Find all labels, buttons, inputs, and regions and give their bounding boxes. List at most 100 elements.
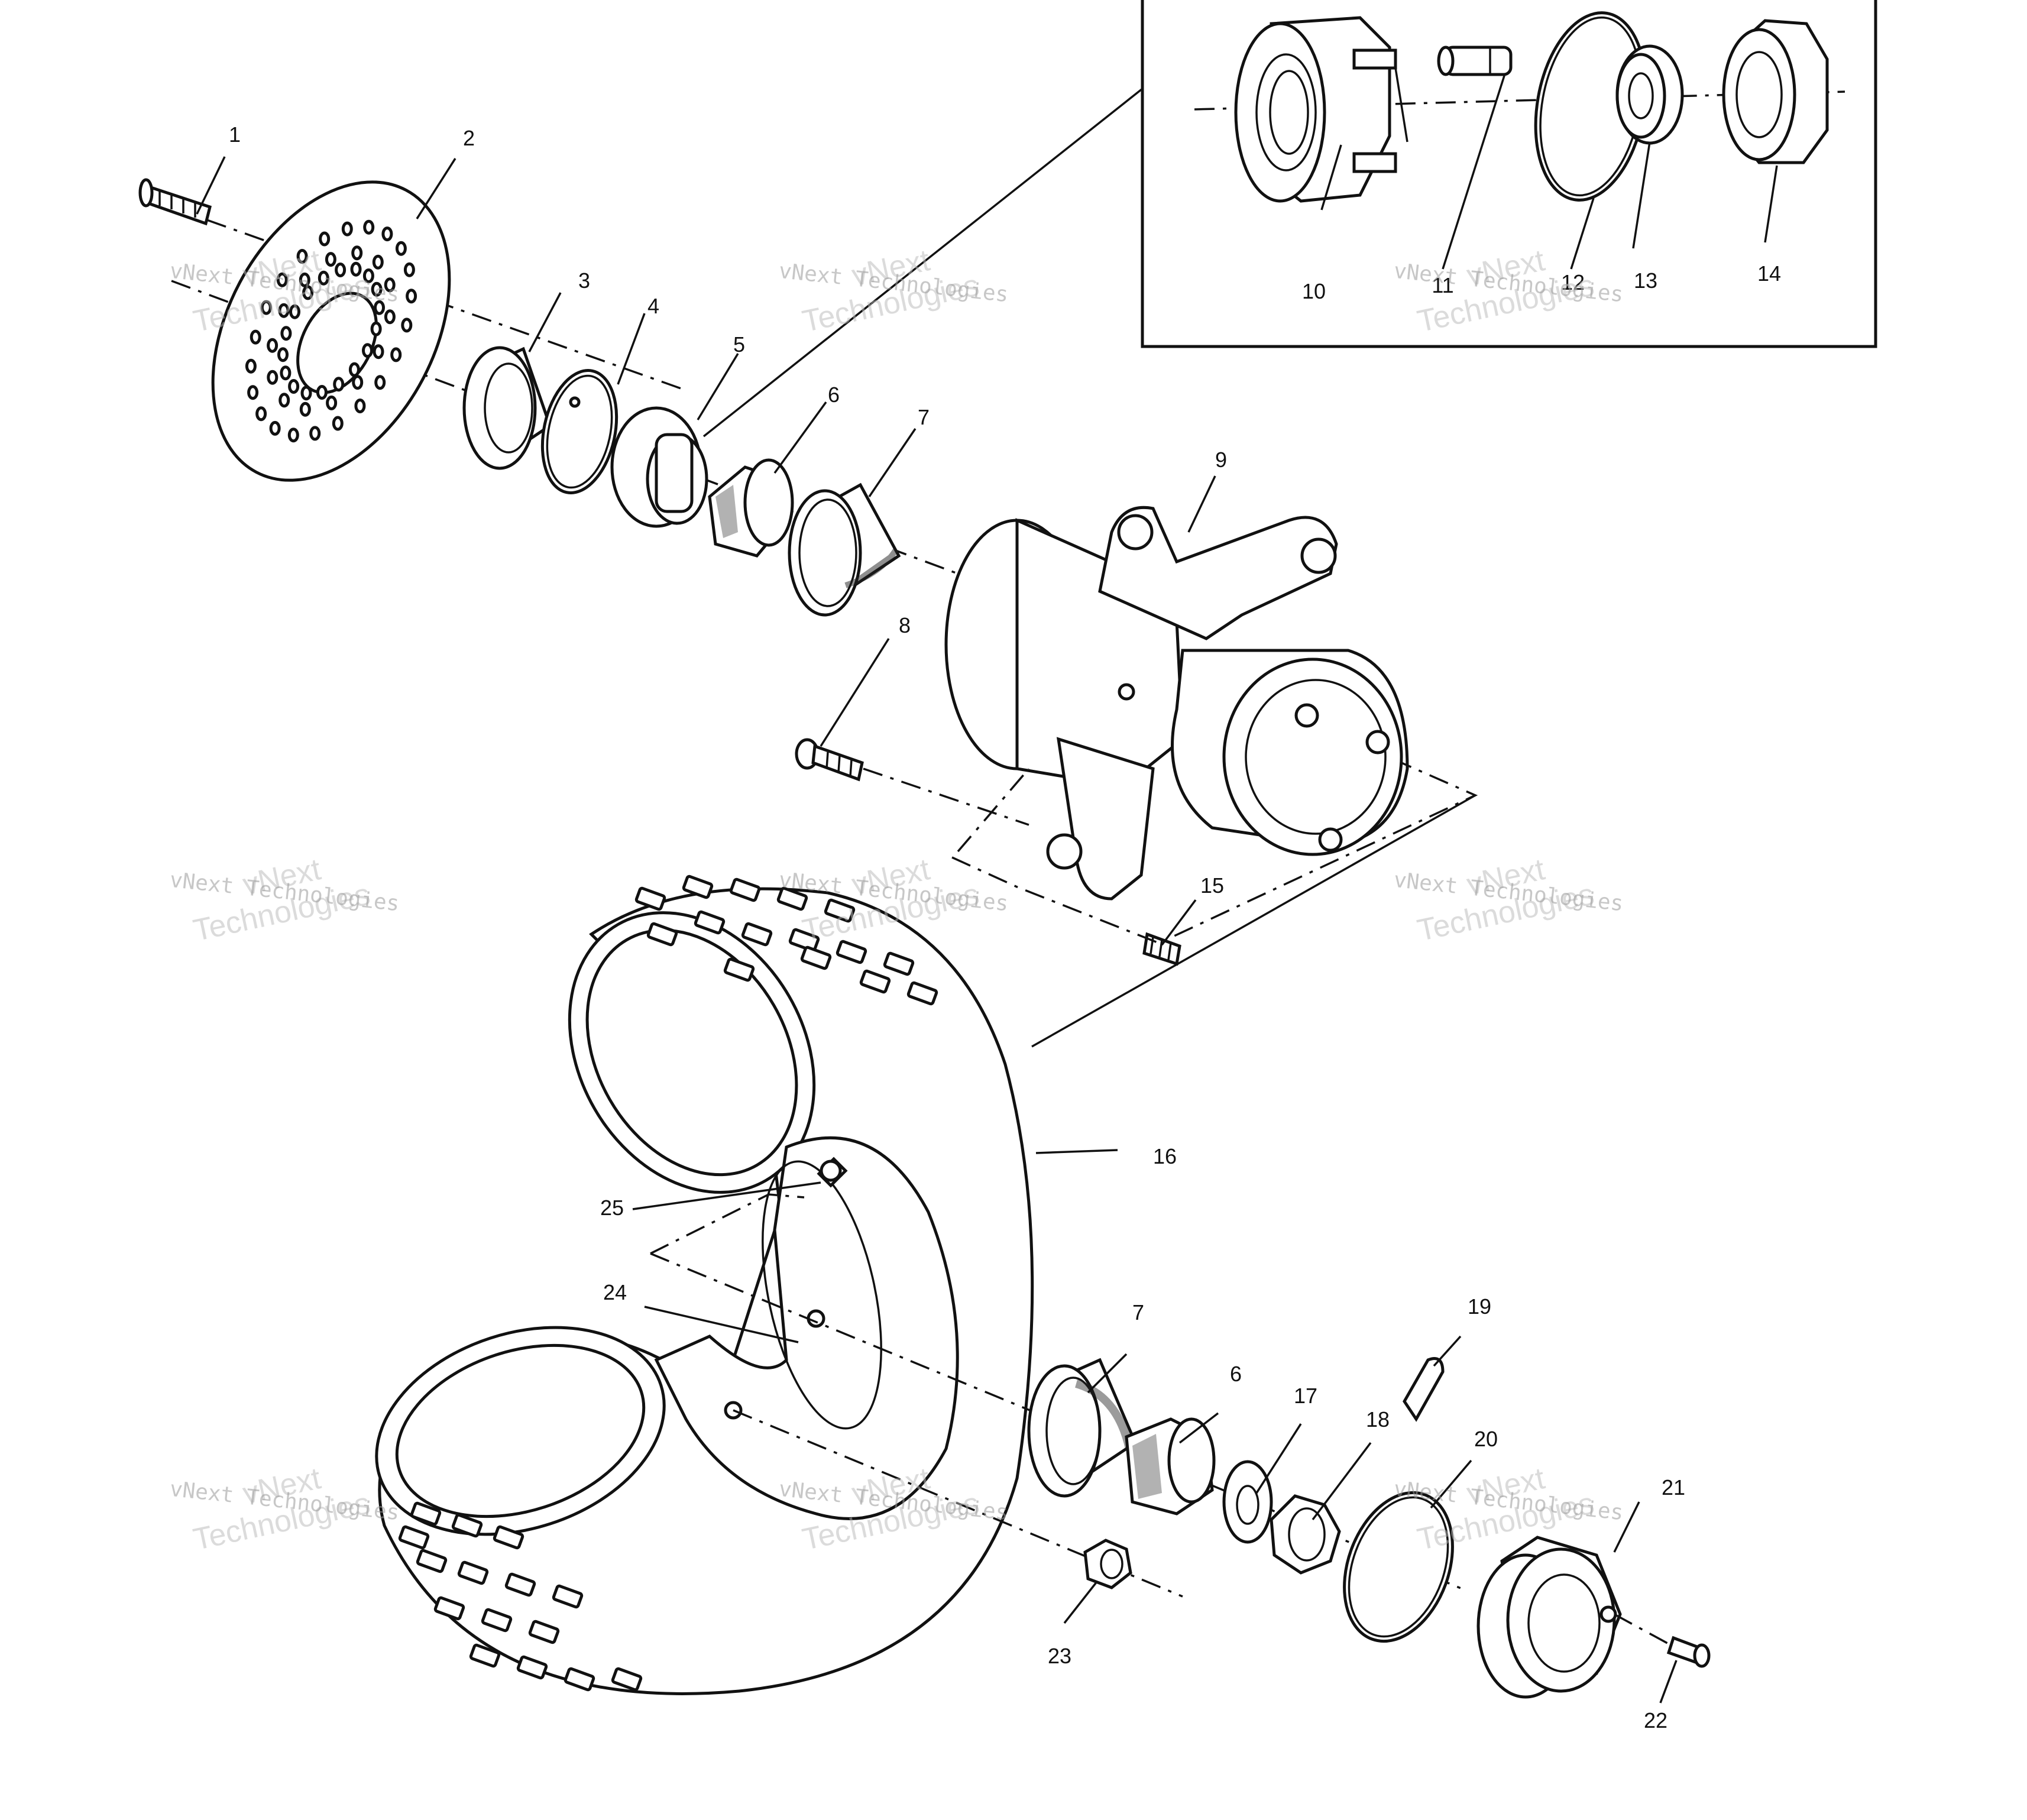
disc-hole: [300, 386, 312, 401]
disc-hole: [384, 309, 396, 325]
disc-hole: [395, 241, 407, 256]
callout-7-upper: 7: [918, 405, 930, 429]
tread-block: [528, 1620, 560, 1644]
disc-hole: [277, 347, 289, 362]
disc-hole: [267, 338, 279, 353]
tread-block: [493, 1525, 524, 1550]
disc-hole: [326, 395, 338, 410]
disc-hole: [276, 272, 288, 287]
disc-hole: [350, 261, 362, 277]
tread-block: [552, 1584, 584, 1609]
part-20-o-ring-inner: [1348, 1496, 1449, 1638]
rim-projection-line: [650, 1193, 805, 1255]
disc-hole: [381, 226, 393, 242]
disc-hole: [319, 231, 331, 247]
disc-hole: [278, 303, 290, 318]
disc-hole: [318, 270, 329, 286]
disc-hole: [325, 252, 336, 267]
callout-12: 12: [1561, 270, 1585, 294]
tread-block: [433, 1596, 465, 1621]
disc-hole: [390, 347, 402, 362]
part-7-bearing-cup-upper: [788, 482, 901, 617]
inset-detail-box: [1141, 0, 1877, 348]
tread-block: [836, 940, 867, 964]
part-18-castle-nut: [1270, 1494, 1341, 1575]
disc-hole: [362, 268, 374, 283]
disc-hole: [280, 365, 292, 381]
tread-block: [776, 886, 808, 911]
part-7-bearing-cup-lower: [1027, 1358, 1138, 1498]
disc-hole: [288, 379, 300, 394]
part-16-tire: [375, 887, 1034, 1695]
callout-2: 2: [463, 126, 475, 150]
disc-hole: [335, 263, 347, 277]
disc-hole: [384, 277, 396, 293]
disc-hole: [299, 272, 310, 287]
part-4-retaining-ring: [540, 369, 619, 494]
disc-hole: [279, 393, 290, 408]
disc-hole: [302, 285, 314, 300]
disc-hole: [255, 406, 267, 422]
disc-hole: [372, 254, 384, 270]
disc-hole: [341, 221, 353, 237]
tread-block: [457, 1560, 489, 1585]
callout-14: 14: [1757, 261, 1781, 286]
tread-block: [634, 886, 666, 911]
part-6-bearing-cone-lower: [1125, 1417, 1216, 1515]
callout-7-lower: 7: [1132, 1300, 1144, 1324]
callout-1: 1: [229, 122, 241, 147]
part-1-bolt: [138, 178, 212, 226]
disc-hole: [370, 321, 382, 336]
callout-13: 13: [1634, 268, 1657, 293]
part-10-drive-hub: [1234, 16, 1408, 203]
disc-hole: [374, 375, 386, 390]
disc-hole: [332, 416, 344, 431]
disc-hole: [371, 281, 383, 297]
part-25-valve-stem: [817, 1157, 848, 1188]
disc-hole: [354, 399, 366, 413]
tread-block: [906, 981, 938, 1006]
tread-block: [398, 1525, 430, 1550]
tread-block: [410, 1501, 442, 1526]
tread-block: [859, 969, 891, 994]
tread-block: [481, 1608, 513, 1633]
disc-hole: [351, 245, 363, 261]
part-2-brake-disc: [211, 180, 451, 482]
projection-line-to-wheel: [1031, 794, 1476, 1048]
disc-hole: [299, 401, 311, 417]
tread-block: [741, 922, 773, 947]
callout-16: 16: [1153, 1144, 1177, 1168]
part-13-washer: [1615, 44, 1684, 145]
disc-hole: [289, 304, 300, 319]
tread-block: [883, 951, 915, 976]
brake-disc-holes: [245, 219, 417, 443]
inset-pointer-line: [702, 88, 1144, 438]
part-22-screw: [1666, 1636, 1711, 1668]
part-17-washer: [1222, 1460, 1273, 1544]
tread-block: [646, 922, 678, 947]
part-8-bolt: [795, 738, 864, 782]
callout-11: 11: [1432, 273, 1453, 297]
disc-hole: [245, 358, 257, 374]
part-19-cotter-pin: [1403, 1357, 1445, 1422]
disc-hole: [269, 420, 281, 436]
callout-labels: 1 2 3 4 5 6 7 8 9 10 11 12 13 14 15 16 1…: [229, 122, 1781, 1732]
callout-5: 5: [733, 332, 745, 357]
part-6-bearing-cone-upper: [708, 458, 794, 558]
callout-9: 9: [1215, 448, 1227, 472]
disc-hole: [267, 370, 279, 385]
projection-line-upper: [951, 762, 1478, 944]
tread-block: [788, 928, 820, 953]
tread-block: [504, 1572, 536, 1597]
disc-hole: [287, 428, 299, 443]
callout-4: 4: [647, 294, 659, 318]
tread-block: [824, 898, 856, 923]
disc-hole: [352, 375, 364, 390]
tread-block: [682, 875, 714, 899]
disc-hole: [309, 426, 321, 441]
tread-block: [516, 1655, 548, 1680]
part-5-coupler: [610, 406, 708, 528]
part-23-lug-nut: [1083, 1539, 1132, 1589]
part-3-bearing-race: [462, 346, 552, 470]
